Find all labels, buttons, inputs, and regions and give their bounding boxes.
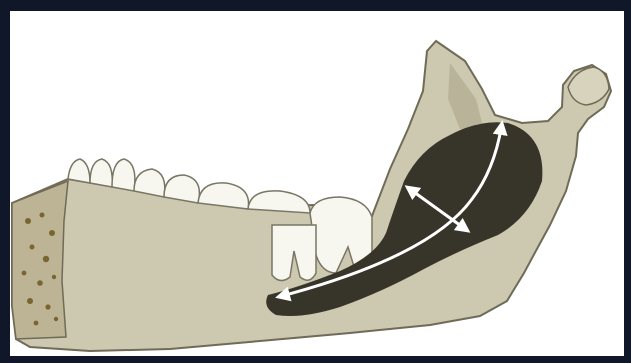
tooth-molar [248, 191, 310, 213]
tooth-incisor [68, 159, 90, 183]
mandible-illustration [10, 11, 624, 356]
cut-surface [12, 181, 68, 339]
figure-canvas [10, 11, 624, 356]
tooth-canine [112, 159, 135, 191]
tooth-incisor [90, 159, 112, 187]
